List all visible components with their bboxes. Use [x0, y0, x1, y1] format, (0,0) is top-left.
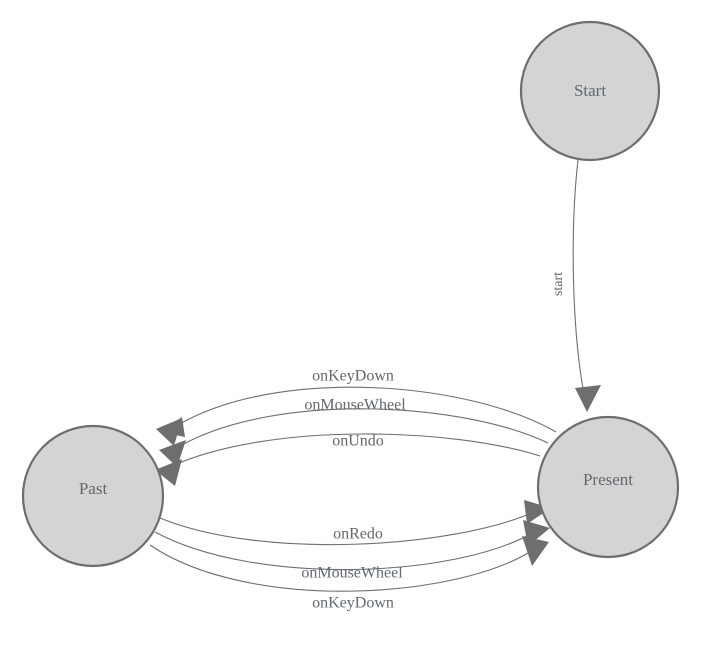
edge-past-present-onmousewheel-path — [154, 531, 535, 571]
edge-present-past-onkeydown[interactable]: onKeyDown — [156, 368, 557, 446]
edge-past-present-onredo[interactable]: onRedo — [159, 500, 551, 546]
edge-past-present-onkeydown-label: onKeyDown — [312, 595, 394, 612]
edge-past-present-onmousewheel-label: onMouseWheel — [301, 565, 403, 582]
edge-past-present-onkeydown-path — [149, 544, 537, 592]
node-start[interactable]: Start — [519, 20, 661, 162]
node-past-circle — [21, 424, 165, 568]
edge-start-present-path — [572, 159, 585, 395]
node-present[interactable]: Present — [536, 415, 680, 559]
node-present-circle — [536, 415, 680, 559]
node-past[interactable]: Past — [21, 424, 165, 568]
node-start-label: Start — [574, 81, 606, 100]
edge-present-past-onundo-arrowhead — [155, 459, 182, 486]
edge-start-present-label: start — [551, 272, 566, 296]
edge-start-present[interactable]: start — [551, 159, 601, 412]
node-start-circle — [519, 20, 661, 162]
edge-present-past-onkeydown-arrowhead-b — [156, 418, 182, 446]
edge-past-present-onredo-path — [159, 511, 535, 546]
edge-past-present-onmousewheel[interactable]: onMouseWheel — [154, 520, 550, 582]
edge-past-present-onkeydown[interactable]: onKeyDown — [149, 536, 549, 612]
edge-present-past-onmousewheel-label: onMouseWheel — [304, 397, 406, 414]
edge-present-past-onkeydown-label: onKeyDown — [312, 368, 394, 385]
edge-start-present-arrowhead — [575, 385, 601, 412]
edge-present-past-onundo-path — [171, 433, 541, 467]
edge-present-past-onkeydown-path — [177, 386, 557, 433]
edge-present-past-onundo-label: onUndo — [332, 433, 384, 450]
edge-present-past-onundo[interactable]: onUndo — [155, 433, 541, 486]
edge-present-past-onmousewheel-path — [179, 408, 549, 447]
edge-past-present-onredo-label: onRedo — [333, 526, 383, 543]
edge-present-past-onmousewheel[interactable]: onMouseWheel — [159, 397, 549, 467]
edge-past-present-onkeydown-arrowhead — [522, 536, 549, 566]
node-present-label: Present — [583, 470, 633, 489]
node-past-label: Past — [79, 479, 108, 498]
